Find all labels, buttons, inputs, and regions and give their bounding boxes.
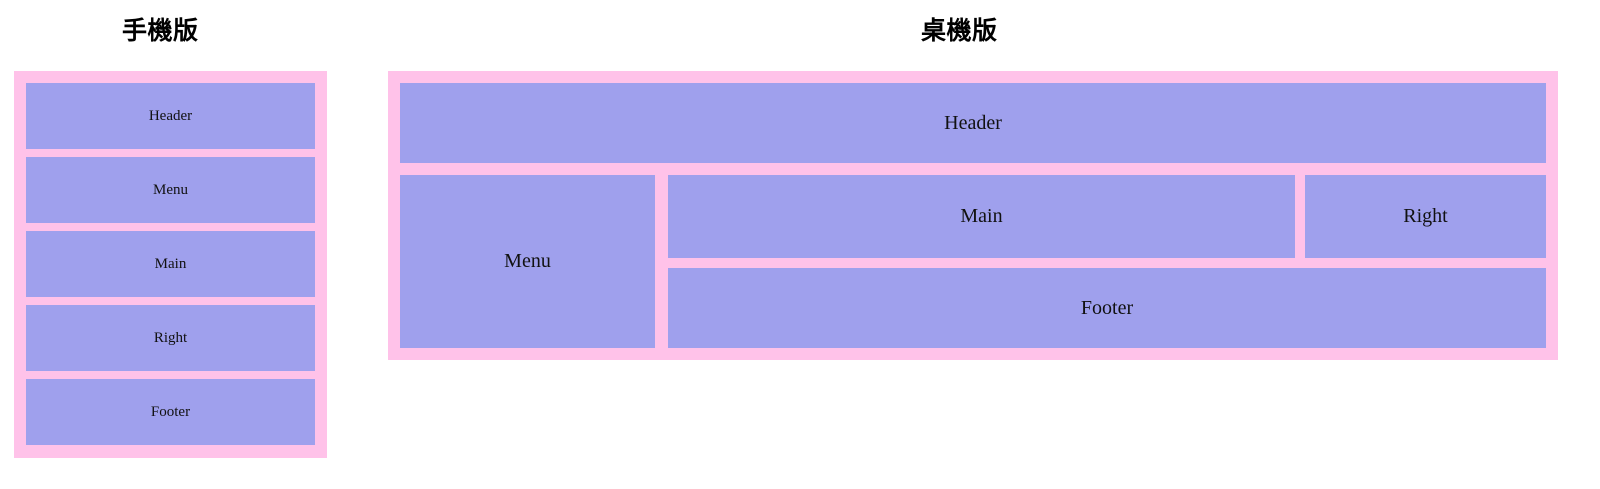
desktop-region-menu-label: Menu: [504, 250, 551, 272]
desktop-layout-title: 桌機版: [921, 16, 998, 45]
desktop-region-right-label: Right: [1403, 205, 1448, 227]
desktop-region-footer: Footer: [668, 268, 1546, 348]
mobile-region-header: Header: [26, 83, 315, 149]
mobile-region-right: Right: [26, 305, 315, 371]
mobile-region-header-label: Header: [148, 107, 193, 124]
mobile-region-menu-label: Menu: [153, 181, 188, 198]
mobile-region-menu: Menu: [26, 157, 315, 223]
mobile-region-footer-label: Footer: [150, 403, 191, 420]
desktop-region-header-label: Header: [944, 111, 1002, 134]
mobile-region-main-label: Main: [154, 255, 187, 272]
desktop-region-main-label: Main: [960, 205, 1003, 227]
mobile-region-main: Main: [26, 231, 315, 297]
mobile-layout-diagram: Header Menu Main Right Footer: [14, 71, 327, 458]
desktop-region-right: Right: [1305, 175, 1546, 258]
desktop-region-main: Main: [668, 175, 1295, 258]
desktop-layout-diagram: Header Menu Main Right Footer: [388, 71, 1558, 360]
mobile-layout-title: 手機版: [122, 16, 199, 45]
mobile-region-footer: Footer: [26, 379, 315, 445]
mobile-region-right-label: Right: [153, 329, 188, 346]
desktop-region-footer-label: Footer: [1080, 296, 1134, 319]
desktop-region-header: Header: [400, 83, 1546, 163]
desktop-region-menu: Menu: [400, 175, 655, 348]
